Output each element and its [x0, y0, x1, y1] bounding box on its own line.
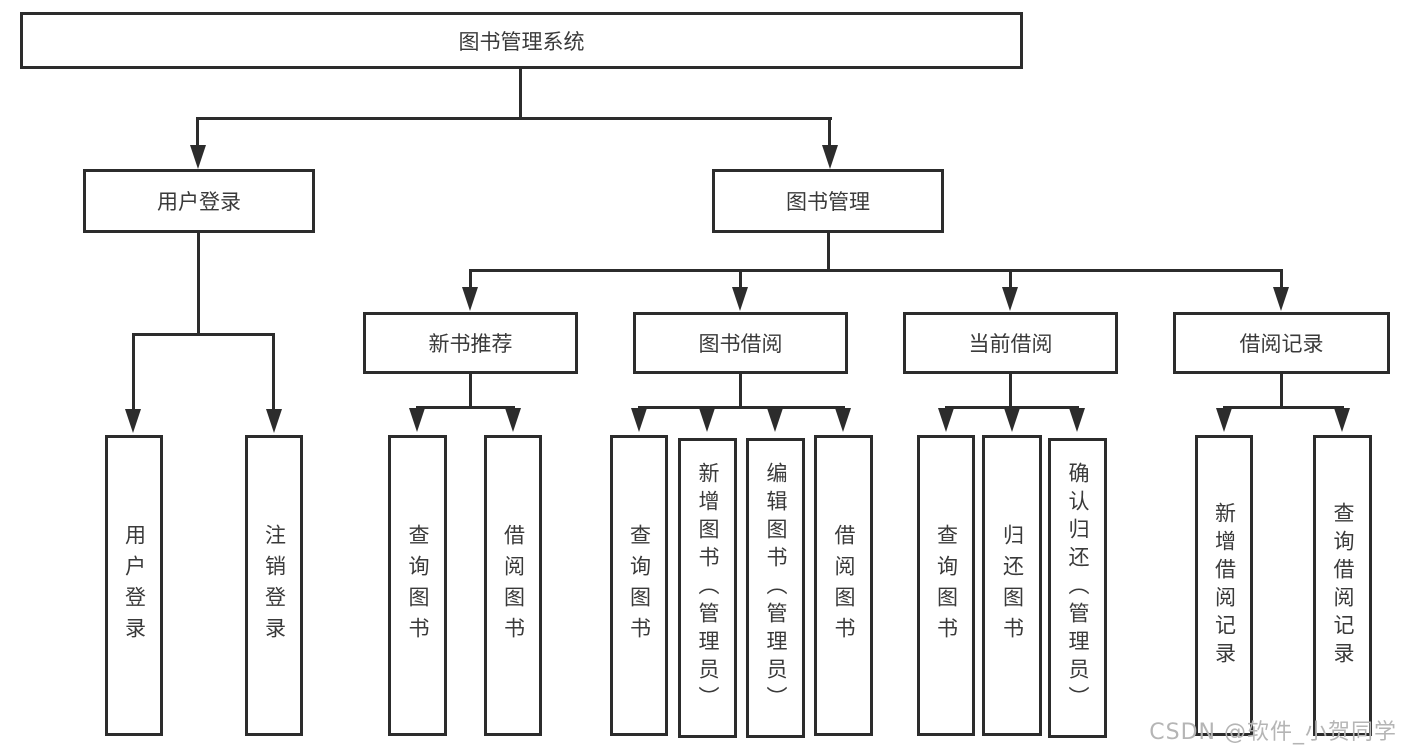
arrow-down-icon	[631, 408, 647, 432]
leaf-br-add-record: 新增借阅记录	[1195, 435, 1253, 736]
node-new-book-recommend-label: 新书推荐	[428, 332, 513, 356]
leaf-bb-add-book-label: 新增图书（管理员）	[696, 462, 720, 714]
arrow-down-icon	[1004, 408, 1020, 432]
arrow-down-icon	[1273, 287, 1289, 311]
arrow-down-icon	[767, 408, 783, 432]
leaf-bb-borrow-book-label: 借阅图书	[832, 523, 856, 648]
leaf-rec-borrow-book-label: 借阅图书	[501, 523, 526, 648]
connector-borrow-records-bus	[1223, 406, 1344, 409]
arrow-down-icon	[462, 287, 478, 311]
node-borrowing-records-label: 借阅记录	[1239, 332, 1324, 356]
connector-root-stem	[519, 68, 522, 120]
node-book-borrowing: 图书借阅	[633, 312, 848, 374]
leaf-bb-add-book: 新增图书（管理员）	[678, 438, 737, 738]
leaf-logout: 注销登录	[245, 435, 303, 736]
connector-book-borrow-bus	[638, 406, 845, 409]
connector-current-borrow-bus	[945, 406, 1079, 409]
connector-drop-leaf-logout	[272, 333, 275, 411]
leaf-bb-borrow-book: 借阅图书	[814, 435, 873, 736]
leaf-cb-return-book-label: 归还图书	[1000, 523, 1025, 648]
leaf-br-query-record-label: 查询借阅记录	[1331, 501, 1355, 670]
leaf-cb-return-book: 归还图书	[982, 435, 1042, 736]
leaf-br-query-record: 查询借阅记录	[1313, 435, 1372, 736]
connector-borrow-records-stem	[1280, 373, 1283, 409]
connector-book-mgmt-bus	[469, 269, 1283, 272]
connector-drop-current-borrow	[1009, 269, 1012, 289]
node-new-book-recommend: 新书推荐	[363, 312, 578, 374]
connector-book-borrow-stem	[739, 373, 742, 409]
arrow-down-icon	[409, 408, 425, 432]
leaf-cb-query-book: 查询图书	[917, 435, 975, 736]
leaf-user-login-label: 用户登录	[122, 523, 147, 648]
arrow-down-icon	[835, 408, 851, 432]
leaf-rec-query-book: 查询图书	[388, 435, 447, 736]
node-book-management-label: 图书管理	[786, 190, 870, 214]
node-user-login-label: 用户登录	[157, 190, 241, 214]
leaf-rec-borrow-book: 借阅图书	[484, 435, 542, 736]
connector-user-login-stem	[197, 232, 200, 336]
arrow-down-icon	[822, 145, 838, 169]
connector-drop-new-book-rec	[469, 269, 472, 289]
arrow-down-icon	[266, 409, 282, 433]
connector-new-book-rec-bus	[416, 406, 515, 409]
arrow-down-icon	[1002, 287, 1018, 311]
csdn-watermark: CSDN @软件_小贺同学	[1149, 720, 1397, 745]
connector-book-mgmt-stem	[827, 232, 830, 272]
leaf-cb-confirm-return-label: 确认归还（管理员）	[1066, 462, 1090, 714]
arrow-down-icon	[1334, 408, 1350, 432]
leaf-bb-query-book: 查询图书	[610, 435, 668, 736]
node-root: 图书管理系统	[20, 12, 1023, 69]
arrow-down-icon	[505, 408, 521, 432]
connector-root-bus	[196, 117, 832, 120]
connector-current-borrow-stem	[1009, 373, 1012, 409]
arrow-down-icon	[732, 287, 748, 311]
connector-drop-book-borrow	[739, 269, 742, 289]
node-book-borrowing-label: 图书借阅	[698, 332, 783, 356]
leaf-user-login: 用户登录	[105, 435, 163, 736]
leaf-bb-edit-book-label: 编辑图书（管理员）	[764, 462, 788, 714]
node-current-borrowing-label: 当前借阅	[968, 332, 1053, 356]
node-current-borrowing: 当前借阅	[903, 312, 1118, 374]
arrow-down-icon	[125, 409, 141, 433]
connector-drop-leaf-user-login	[132, 333, 135, 411]
leaf-bb-query-book-label: 查询图书	[627, 523, 652, 648]
leaf-br-add-record-label: 新增借阅记录	[1212, 501, 1237, 670]
connector-drop-borrow-records	[1280, 269, 1283, 289]
node-user-login: 用户登录	[83, 169, 315, 233]
node-root-label: 图书管理系统	[458, 29, 585, 54]
connector-drop-book-mgmt	[828, 117, 831, 147]
arrow-down-icon	[699, 408, 715, 432]
connector-drop-user-login	[196, 117, 199, 147]
leaf-logout-label: 注销登录	[262, 523, 287, 648]
arrow-down-icon	[190, 145, 206, 169]
connector-user-login-bus	[132, 333, 275, 336]
leaf-cb-query-book-label: 查询图书	[934, 523, 959, 648]
connector-new-book-rec-stem	[469, 373, 472, 409]
leaf-bb-edit-book: 编辑图书（管理员）	[746, 438, 805, 738]
node-borrowing-records: 借阅记录	[1173, 312, 1390, 374]
arrow-down-icon	[938, 408, 954, 432]
arrow-down-icon	[1069, 408, 1085, 432]
node-book-management: 图书管理	[712, 169, 944, 233]
arrow-down-icon	[1216, 408, 1232, 432]
leaf-rec-query-book-label: 查询图书	[406, 523, 430, 648]
leaf-cb-confirm-return: 确认归还（管理员）	[1048, 438, 1107, 738]
